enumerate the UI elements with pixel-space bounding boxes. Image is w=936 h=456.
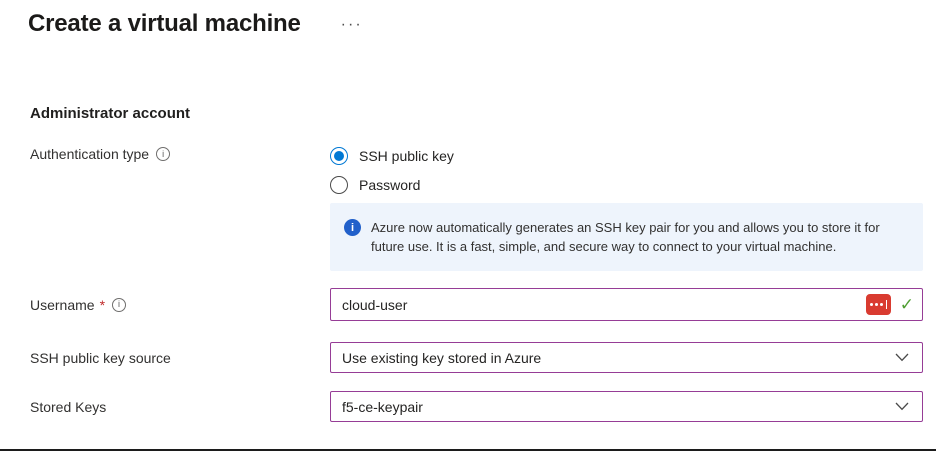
ssh-public-key-source-label-text: SSH public key source — [30, 349, 171, 366]
username-label: Username * i — [30, 297, 330, 313]
section-heading-administrator-account: Administrator account — [30, 105, 191, 122]
username-input[interactable] — [333, 296, 857, 313]
radio-option-password[interactable]: Password — [330, 170, 923, 199]
bottom-divider — [0, 449, 936, 451]
ssh-public-key-source-label: SSH public key source — [30, 350, 330, 366]
radio-option-label: SSH public key — [359, 147, 454, 164]
stored-keys-label: Stored Keys — [30, 399, 330, 415]
username-row: Username * i ✓ — [30, 288, 923, 321]
password-manager-icon[interactable] — [865, 294, 891, 315]
ssh-info-row: i Azure now automatically generates an S… — [30, 203, 923, 271]
username-label-text: Username — [30, 296, 95, 313]
authentication-type-radio-group: SSH public key Password — [330, 141, 923, 199]
radio-option-label: Password — [359, 176, 421, 193]
select-value: f5-ce-keypair — [342, 398, 423, 415]
authentication-type-label-text: Authentication type — [30, 146, 150, 162]
stored-keys-row: Stored Keys f5-ce-keypair — [30, 391, 923, 422]
page-header: Create a virtual machine ··· — [0, 0, 936, 39]
ssh-keypair-info-box: i Azure now automatically generates an S… — [330, 203, 923, 271]
ssh-public-key-source-select[interactable]: Use existing key stored in Azure — [330, 342, 923, 373]
validation-check-icon: ✓ — [899, 295, 914, 314]
ssh-keypair-info-text: Azure now automatically generates an SSH… — [371, 220, 880, 254]
info-icon[interactable]: i — [112, 297, 127, 312]
administrator-account-form: Administrator account Authentication typ… — [30, 105, 923, 422]
radio-option-ssh-public-key[interactable]: SSH public key — [330, 141, 923, 170]
stored-keys-label-text: Stored Keys — [30, 398, 107, 415]
chevron-down-icon — [895, 402, 909, 411]
authentication-type-row: Authentication type i SSH public key Pas… — [30, 141, 923, 199]
radio-unselected-icon[interactable] — [330, 175, 348, 194]
stored-keys-select[interactable]: f5-ce-keypair — [330, 391, 923, 422]
select-value: Use existing key stored in Azure — [342, 349, 542, 366]
authentication-type-label: Authentication type i — [30, 141, 330, 162]
info-icon[interactable]: i — [156, 147, 171, 161]
info-filled-icon: i — [344, 219, 361, 236]
page-title: Create a virtual machine — [28, 10, 301, 37]
ssh-public-key-source-row: SSH public key source Use existing key s… — [30, 342, 923, 373]
username-field-container: ✓ — [330, 288, 923, 321]
required-asterisk: * — [99, 296, 106, 313]
radio-selected-icon[interactable] — [330, 146, 348, 165]
more-options-button[interactable]: ··· — [337, 15, 367, 35]
ellipsis-icon: ··· — [340, 16, 363, 33]
chevron-down-icon — [895, 353, 909, 362]
